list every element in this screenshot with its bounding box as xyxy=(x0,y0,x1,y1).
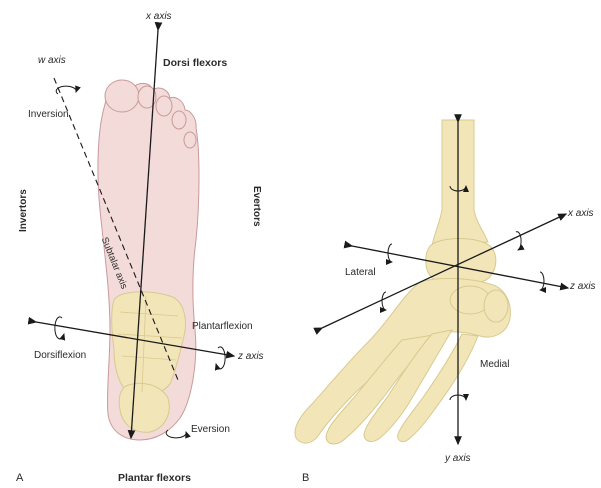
x-rotation-left-icon xyxy=(382,292,386,310)
dorsiflexion-label: Dorsiflexion xyxy=(34,351,86,361)
dorsiflexion-rotation-icon xyxy=(55,317,64,339)
third-toe xyxy=(156,96,172,116)
big-toe xyxy=(105,80,139,112)
invertors-label: Invertors xyxy=(18,189,29,232)
w-axis-label: w axis xyxy=(38,56,66,66)
medial-label: Medial xyxy=(480,360,509,370)
x-axis-label-a: x axis xyxy=(146,12,172,22)
fourth-toe xyxy=(172,111,186,129)
foot-bones-lateral xyxy=(295,278,510,444)
z-axis-label-b: z axis xyxy=(570,282,596,292)
plantar-flexors-label: Plantar flexors xyxy=(118,473,191,484)
eversion-label: Eversion xyxy=(191,425,230,435)
leg-bones xyxy=(426,120,496,285)
dorsi-flexors-label: Dorsi flexors xyxy=(163,58,227,69)
y-axis-label-b: y axis xyxy=(445,454,471,464)
plantarflexion-rotation-icon xyxy=(216,347,225,369)
panel-b-letter: B xyxy=(302,472,309,484)
fifth-toe xyxy=(184,132,196,148)
evertors-label: Evertors xyxy=(251,186,262,227)
x-rotation-right-icon xyxy=(516,232,521,250)
x-axis-label-b: x axis xyxy=(568,209,594,219)
panel-a-letter: A xyxy=(16,472,23,484)
inversion-label: Inversion xyxy=(28,110,69,120)
lateral-label: Lateral xyxy=(345,268,376,278)
eversion-rotation-icon xyxy=(166,430,186,438)
z-axis-label-a: z axis xyxy=(238,352,264,362)
z-rotation-right-icon xyxy=(540,272,544,290)
plantarflexion-label: Plantarflexion xyxy=(192,322,253,332)
